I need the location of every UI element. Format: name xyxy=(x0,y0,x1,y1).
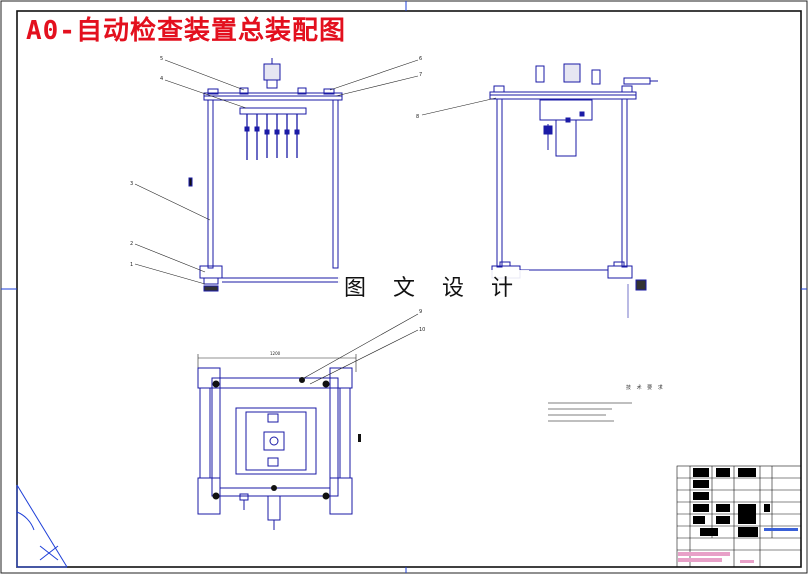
balloon-9: 9 xyxy=(419,309,422,315)
top-balloon-labels: 9 10 xyxy=(419,309,425,333)
balloon-5: 5 xyxy=(160,56,163,62)
watermark-text: 图 文 设 计 xyxy=(338,270,529,302)
front-view xyxy=(188,58,343,292)
balloon-7: 7 xyxy=(419,72,422,78)
technical-notes-heading: 技 术 要 求 xyxy=(626,385,665,391)
title-block-blue xyxy=(764,528,798,531)
title-block-pink xyxy=(678,552,754,563)
top-leaders xyxy=(303,313,419,385)
balloon-4: 4 xyxy=(160,76,163,82)
balloon-6: 6 xyxy=(419,56,422,62)
balloon-8: 8 xyxy=(416,114,419,120)
side-leaders xyxy=(421,97,497,116)
top-view-dimension: 1200 xyxy=(270,351,281,356)
balloon-1: 1 xyxy=(130,262,133,268)
balloon-3: 3 xyxy=(130,181,133,187)
technical-notes-lines xyxy=(548,402,632,422)
title-block-redactions xyxy=(693,468,770,537)
front-leaders xyxy=(134,59,419,285)
drawing-title: A0-自动检查装置总装配图 xyxy=(22,14,350,48)
title-block xyxy=(676,465,802,568)
front-balloon-labels: 5 4 3 2 1 6 7 xyxy=(130,56,422,268)
side-view xyxy=(489,63,658,318)
corner-triangle xyxy=(16,484,68,568)
balloon-10: 10 xyxy=(419,327,425,333)
top-view xyxy=(197,354,361,530)
balloon-2: 2 xyxy=(130,241,133,247)
